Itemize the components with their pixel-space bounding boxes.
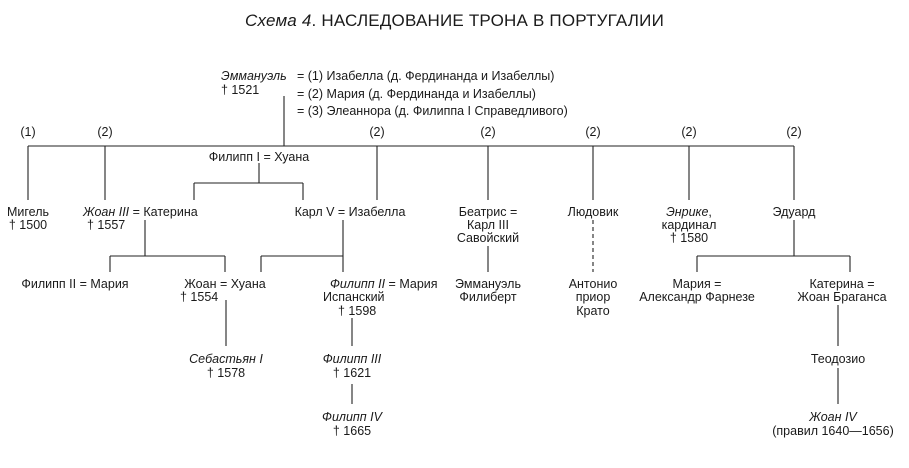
joao4-name: Жоан IV: [809, 410, 857, 424]
branch-mark-4: (2): [480, 125, 496, 139]
ludovik-name: Людовик: [567, 205, 619, 219]
joao-huana: Жоан = Хуана: [184, 277, 266, 291]
beatris-line-3: Савойский: [456, 231, 520, 245]
root-marriage-1: = (1) Изабелла (д. Фердинанда и Изабеллы…: [297, 69, 555, 83]
emmanuel-filibert-2: Филиберт: [459, 290, 517, 304]
beatris-line-2: Карл III: [467, 218, 509, 232]
philip4-name: Филипп IV: [322, 410, 382, 424]
branch-mark-7: (2): [786, 125, 802, 139]
title-prefix: Схема 4: [245, 11, 312, 30]
philip2-line: Филипп II = Мария: [330, 277, 438, 291]
miguel-name: Мигель: [6, 205, 50, 219]
philip2-spouse: = Мария: [385, 277, 438, 291]
katerina-braganza-1: Катерина =: [809, 277, 875, 291]
root-died: † 1521: [221, 83, 260, 97]
joao3-spouse: = Катерина: [129, 205, 198, 219]
emmanuel-filibert-1: Эммануэль: [455, 277, 521, 291]
philip2-maria: Филипп II = Мария: [21, 277, 129, 291]
antonio-3: Крато: [576, 304, 610, 318]
enrike-suffix: ,: [708, 205, 712, 219]
philip3-name: Филипп III: [322, 352, 382, 366]
root-marriage-3: = (3) Элеаннора (д. Филиппа I Справедлив…: [297, 104, 568, 118]
title-text: . НАСЛЕДОВАНИЕ ТРОНА В ПОРТУГАЛИИ: [311, 11, 664, 30]
teodozio-name: Теодозио: [810, 352, 866, 366]
enrike-name: Энрике: [666, 205, 709, 219]
joao3-line: Жоан III = Катерина: [83, 205, 198, 219]
miguel-died: † 1500: [8, 218, 48, 232]
karl5-isabella: Карл V = Изабелла: [294, 205, 406, 219]
philip1-huana: Филипп I = Хуана: [208, 150, 310, 164]
philip2-died: † 1598: [338, 304, 377, 318]
branch-mark-1: (1): [20, 125, 36, 139]
philip4-died: † 1665: [332, 424, 372, 438]
maria-farnese-1: Мария =: [672, 277, 722, 291]
antonio-2: приор: [575, 290, 611, 304]
joao-died: † 1554: [180, 290, 219, 304]
root-marriage-2: = (2) Мария (д. Фердинанда и Изабеллы): [297, 87, 536, 101]
antonio-1: Антонио: [568, 277, 618, 291]
root-name: Эммануэль: [221, 69, 287, 83]
enrike-line-2: кардинал: [661, 218, 717, 232]
diagram-title: Схема 4. НАСЛЕДОВАНИЕ ТРОНА В ПОРТУГАЛИИ: [0, 11, 909, 31]
maria-farnese-2: Александр Фарнезе: [639, 290, 755, 304]
eduard-name: Эдуард: [772, 205, 816, 219]
branch-mark-3: (2): [369, 125, 385, 139]
joao4-reign: (правил 1640—1656): [772, 424, 894, 438]
joao3-died: † 1557: [87, 218, 126, 232]
enrike-line-1: Энрике,: [639, 205, 739, 219]
philip3-died: † 1621: [332, 366, 372, 380]
philip2-line2: Испанский: [323, 290, 385, 304]
philip2-name: Филипп II: [330, 277, 386, 291]
joao3-name: Жоан III: [83, 205, 130, 219]
branch-mark-5: (2): [585, 125, 601, 139]
enrike-died: † 1580: [669, 231, 709, 245]
sebastian-died: † 1578: [206, 366, 246, 380]
sebastian-name: Себастьян I: [189, 352, 263, 366]
katerina-braganza-2: Жоан Браганса: [797, 290, 887, 304]
beatris-line-1: Беатрис =: [458, 205, 518, 219]
branch-mark-6: (2): [681, 125, 697, 139]
branch-mark-2: (2): [97, 125, 113, 139]
